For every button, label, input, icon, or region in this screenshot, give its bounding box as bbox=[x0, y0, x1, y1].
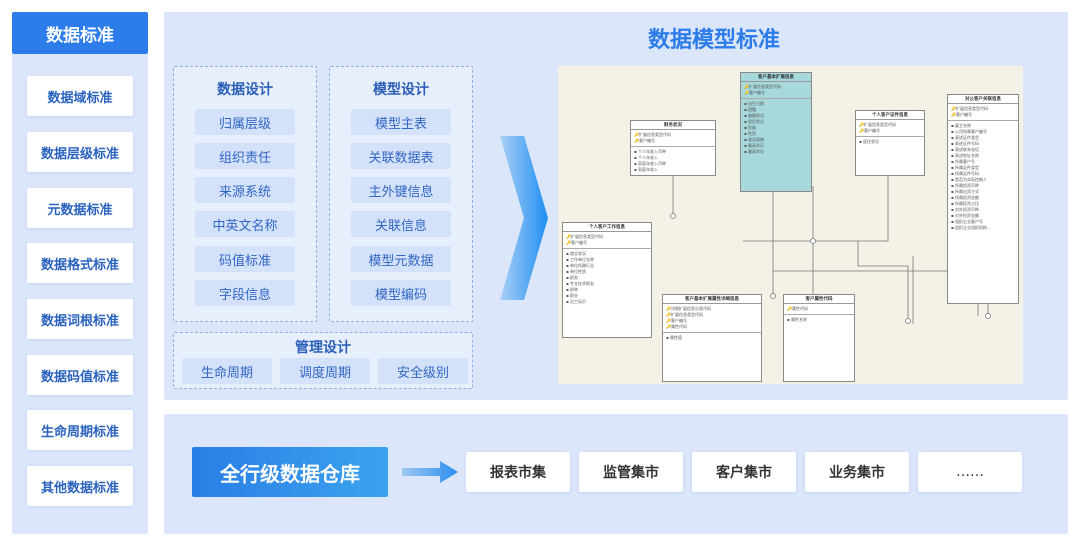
chip-attribution-layer[interactable]: 归属层级 bbox=[195, 109, 295, 135]
right-arrow-icon bbox=[402, 461, 458, 483]
chip-lifecycle[interactable]: 生命周期 bbox=[182, 358, 272, 384]
sidebar-item-metadata[interactable]: 元数据标准 bbox=[27, 188, 133, 228]
chip-relation-info[interactable]: 关联信息 bbox=[351, 211, 451, 237]
sidebar-item-code[interactable]: 数据码值标准 bbox=[27, 355, 133, 395]
sidebar-item-lifecycle[interactable]: 生命周期标准 bbox=[27, 410, 133, 450]
mgmt-design-box: 管理设计 生命周期 调度周期 安全级别 bbox=[173, 332, 473, 389]
sidebar-item-layer[interactable]: 数据层级标准 bbox=[27, 132, 133, 172]
mgmt-design-title: 管理设计 bbox=[295, 340, 351, 356]
sidebar-item-root[interactable]: 数据词根标准 bbox=[27, 299, 133, 339]
chip-model-main-table[interactable]: 模型主表 bbox=[351, 109, 451, 135]
chip-bilingual-name[interactable]: 中英文名称 bbox=[195, 211, 295, 237]
sidebar-title: 数据标准 bbox=[12, 12, 148, 54]
entity-personal-work: 个人客户工作信息 🔑扩展信息类型代码 🔑客户编号 ▪ 就业状况 ▪ 工作单位名称… bbox=[562, 222, 652, 338]
chip-model-code[interactable]: 模型编码 bbox=[351, 280, 451, 306]
chip-security-level[interactable]: 安全级别 bbox=[378, 358, 468, 384]
sidebar-item-format[interactable]: 数据格式标准 bbox=[27, 243, 133, 283]
standards-sidebar: 数据标准 数据域标准 数据层级标准 元数据标准 数据格式标准 数据词根标准 数据… bbox=[12, 12, 148, 534]
mart-customer[interactable]: 客户集市 bbox=[692, 452, 796, 492]
warehouse-box[interactable]: 全行级数据仓库 bbox=[192, 447, 388, 497]
mart-regulatory[interactable]: 监管集市 bbox=[579, 452, 683, 492]
entity-corp-relation: 对公客户关联信息 🔑扩展信息类型代码 🔑客户编号 ▪ 雇主名称 ▪ 公司所属客户… bbox=[947, 94, 1019, 304]
mart-business[interactable]: 业务集市 bbox=[805, 452, 909, 492]
data-design-box: 数据设计 归属层级 组织责任 来源系统 中英文名称 码值标准 字段信息 bbox=[173, 66, 317, 322]
entity-personal-cert: 个人客户证件信息 🔑扩展信息类型代码 🔑客户编号 ▪ 居住状况 bbox=[855, 110, 925, 176]
er-diagram: 客户基本扩展信息 🔑扩展信息类型代码 🔑客户编号 ▪ 出生日期 ▪ 国籍 ▪ 婚… bbox=[558, 66, 1023, 384]
chip-code-standard[interactable]: 码值标准 bbox=[195, 246, 295, 272]
flow-arrow-icon bbox=[500, 136, 548, 300]
entity-customer-ext: 客户基本扩展信息 🔑扩展信息类型代码 🔑客户编号 ▪ 出生日期 ▪ 国籍 ▪ 婚… bbox=[740, 72, 812, 192]
chip-schedule-cycle[interactable]: 调度周期 bbox=[280, 358, 370, 384]
chip-key-info[interactable]: 主外键信息 bbox=[351, 177, 451, 203]
mart-report[interactable]: 报表市集 bbox=[466, 452, 570, 492]
sidebar-item-domain[interactable]: 数据域标准 bbox=[27, 76, 133, 116]
chip-source-system[interactable]: 来源系统 bbox=[195, 177, 295, 203]
chip-org-responsibility[interactable]: 组织责任 bbox=[195, 143, 295, 169]
data-design-title: 数据设计 bbox=[217, 82, 273, 98]
entity-attr-code: 客户属性代码 🔑属性代码 ▪ 属性名称 bbox=[783, 294, 855, 382]
entity-financial-status: 财务状况 🔑扩展信息类型代码 🔑客户编号 ▪ 个人年收入币种 ▪ 个人年收入 ▪… bbox=[630, 120, 716, 176]
entity-ext-attr-detail: 客户基本扩展属性详细信息 🔑详细扩展信息分类代码 🔑扩展信息类型代码 🔑客户编号… bbox=[662, 294, 762, 382]
panel-title: 数据模型标准 bbox=[647, 28, 780, 53]
mart-more[interactable]: …… bbox=[918, 452, 1022, 492]
chip-field-info[interactable]: 字段信息 bbox=[195, 280, 295, 306]
sidebar-item-other[interactable]: 其他数据标准 bbox=[27, 466, 133, 506]
chip-model-metadata[interactable]: 模型元数据 bbox=[351, 246, 451, 272]
chip-related-table[interactable]: 关联数据表 bbox=[351, 143, 451, 169]
model-design-title: 模型设计 bbox=[373, 82, 429, 98]
model-design-box: 模型设计 模型主表 关联数据表 主外键信息 关联信息 模型元数据 模型编码 bbox=[329, 66, 473, 322]
